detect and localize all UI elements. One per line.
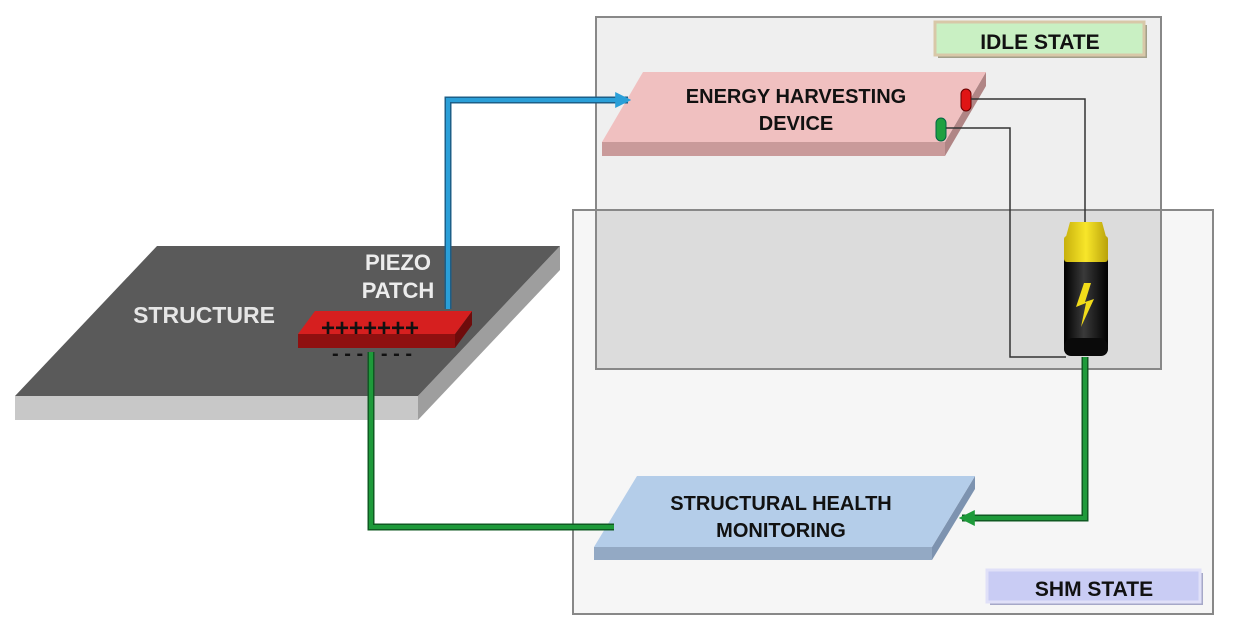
piezo-label-line1: PIEZO xyxy=(365,250,431,275)
battery xyxy=(1064,222,1108,356)
piezo-label-line2: PATCH xyxy=(362,278,435,303)
shm-state-text: SHM STATE xyxy=(1035,578,1153,601)
harvester-label-line2: DEVICE xyxy=(759,113,833,135)
structural-health-monitoring: STRUCTURAL HEALTH MONITORING xyxy=(594,476,975,560)
sensing-line xyxy=(369,352,614,529)
positive-terminal xyxy=(960,88,972,112)
positive-charges: +++++++ xyxy=(321,315,419,342)
idle-state-label: IDLE STATE xyxy=(933,20,1147,58)
positive-wire xyxy=(971,98,1086,222)
lightning-bolt-icon xyxy=(1076,283,1094,327)
structure-label: STRUCTURE xyxy=(133,302,275,328)
energy-harvesting-device: ENERGY HARVESTING DEVICE xyxy=(602,72,986,156)
shm-label-line2: MONITORING xyxy=(716,520,846,542)
negative-wire xyxy=(946,127,1066,358)
idle-state-text: IDLE STATE xyxy=(980,31,1099,54)
piezo-patch: +++++++ - - - - - - - xyxy=(298,311,472,365)
shm-state-label: SHM STATE xyxy=(985,568,1203,605)
shm-label-line1: STRUCTURAL HEALTH xyxy=(670,493,891,515)
negative-terminal xyxy=(935,117,947,142)
structure-plate: STRUCTURE xyxy=(15,246,560,420)
harvest-arrow xyxy=(446,92,632,309)
harvester-label-line1: ENERGY HARVESTING xyxy=(686,86,906,108)
power-arrow xyxy=(958,357,1087,526)
